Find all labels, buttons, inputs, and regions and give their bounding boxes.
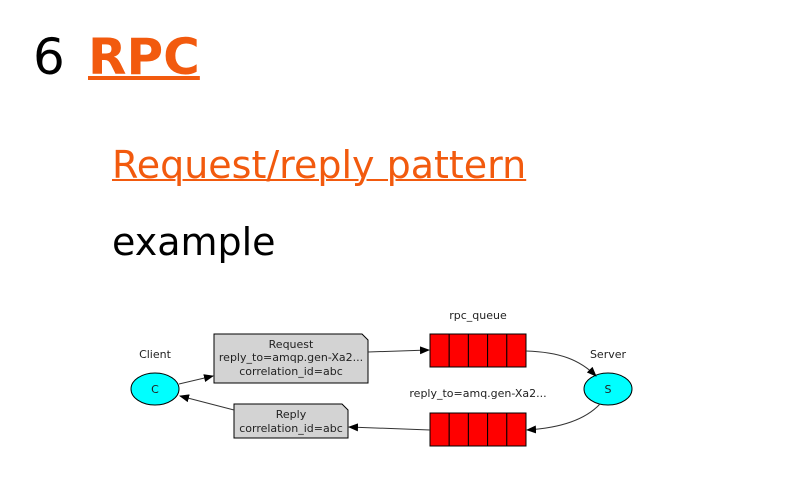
queue-cell (487, 412, 508, 447)
queue-cell (506, 333, 527, 368)
server-label: Server (590, 348, 627, 361)
reply-queue-label: reply_to=amq.gen-Xa2... (409, 387, 546, 400)
reply-queue (429, 412, 527, 447)
reply-note (233, 403, 349, 439)
reply-note-line: correlation_id=abc (239, 422, 343, 435)
rpc-queue-label: rpc_queue (449, 309, 507, 322)
reply-note-line: Reply (276, 408, 307, 421)
arrow-request-to-queue (367, 346, 430, 355)
arrow-server-to-reply-queue (526, 403, 601, 434)
slide-number: 6 (33, 28, 65, 86)
queue-cell (448, 333, 469, 368)
server-node-label: S (605, 383, 612, 396)
request-note-line: reply_to=amqp.gen-Xa2... (219, 351, 363, 364)
queue-cell (506, 412, 527, 447)
queue-cell (467, 412, 489, 447)
arrow-client-to-request (178, 374, 214, 385)
client-node-label: C (151, 383, 159, 396)
rpc-queue (429, 333, 527, 368)
subtitle-link[interactable]: Request/reply pattern (112, 143, 527, 187)
arrow-queue-to-server (525, 350, 597, 377)
client-label: Client (139, 348, 172, 361)
title-link[interactable]: RPC (88, 28, 200, 86)
arrow-reply-queue-to-note (348, 423, 431, 432)
request-note (213, 333, 369, 384)
request-note-line: correlation_id=abc (239, 365, 343, 378)
queue-cell (467, 333, 489, 368)
server-node (583, 372, 633, 406)
queue-cell (487, 333, 508, 368)
body-text: example (112, 220, 276, 264)
queue-cell (429, 333, 450, 368)
client-node (130, 372, 180, 406)
queue-cell (448, 412, 469, 447)
arrow-note-to-client (179, 394, 235, 411)
request-note-line: Request (269, 338, 314, 351)
queue-cell (429, 412, 450, 447)
